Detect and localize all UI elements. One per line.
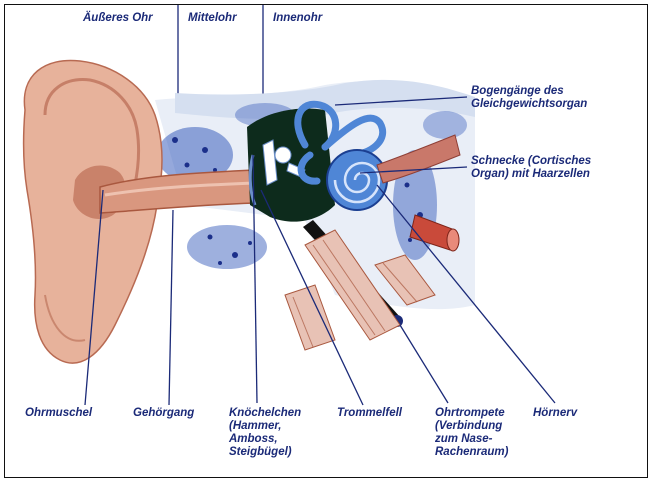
label-ear-canal: Gehörgang	[133, 407, 194, 420]
leader-eustachian	[400, 325, 448, 403]
label-semicircular-canals: Bogengänge des Gleichgewichtsorgan	[471, 85, 587, 111]
label-auditory-nerve: Hörnerv	[533, 407, 577, 420]
cochlea-shape	[327, 150, 387, 210]
label-cochlea: Schnecke (Cortisches Organ) mit Haarzell…	[471, 155, 591, 181]
label-eustachian-tube: Ohrtrompete (Verbindung zum Nase- Rachen…	[435, 407, 509, 459]
leader-ear-canal	[169, 210, 173, 405]
label-ossicles: Knöchelchen (Hammer, Amboss, Steigbügel)	[229, 407, 301, 459]
label-inner-ear: Innenohr	[273, 12, 322, 25]
label-middle-ear: Mittelohr	[188, 12, 237, 25]
diagram-frame: Äußeres Ohr Mittelohr Innenohr Bogengäng…	[4, 4, 648, 478]
label-outer-ear: Äußeres Ohr	[83, 12, 153, 25]
label-eardrum: Trommelfell	[337, 407, 402, 420]
label-pinna: Ohrmuschel	[25, 407, 92, 420]
